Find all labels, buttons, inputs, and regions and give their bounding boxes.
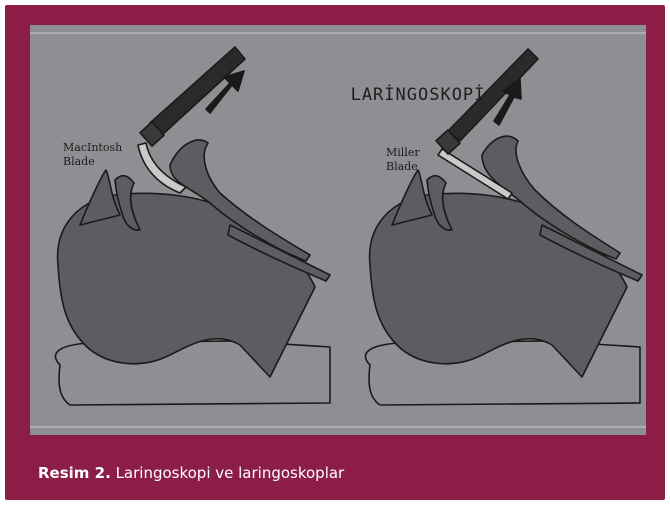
caption-label: Resim 2.	[38, 464, 111, 482]
macintosh-label-line2: Blade	[63, 155, 122, 169]
caption-text: Laringoskopi ve laringoskoplar	[116, 464, 345, 482]
illustration-panel: LARİNGOSKOPİ MacIntosh Blade Miller Blad…	[30, 25, 646, 435]
miller-blade-label: Miller Blade	[386, 146, 420, 174]
nose-left	[80, 170, 120, 225]
miller-label-line2: Blade	[386, 160, 420, 174]
figure-caption: Resim 2. Laringoskopi ve laringoskoplar	[38, 464, 344, 482]
macintosh-label-line1: MacIntosh	[63, 141, 122, 155]
macintosh-blade-label: MacIntosh Blade	[63, 141, 122, 169]
figure-frame: LARİNGOSKOPİ MacIntosh Blade Miller Blad…	[5, 5, 665, 500]
illustration-title: LARİNGOSKOPİ	[30, 85, 646, 105]
nose-right	[392, 170, 432, 225]
miller-label-line1: Miller	[386, 146, 420, 160]
